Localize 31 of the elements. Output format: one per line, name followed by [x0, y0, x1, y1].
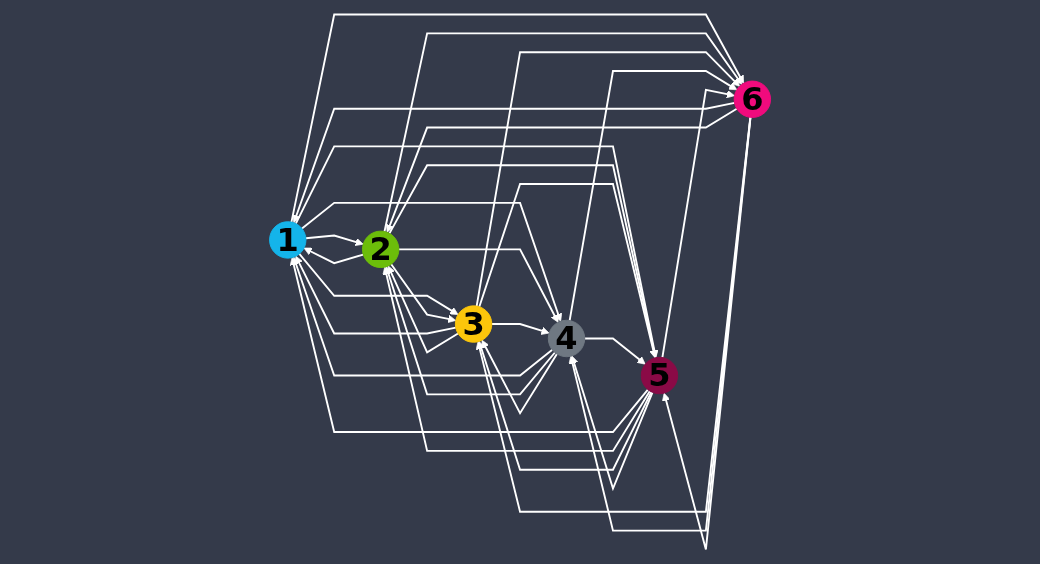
- arrow: [387, 265, 459, 354]
- node-circle: 1: [269, 221, 307, 259]
- arrow: [292, 256, 554, 377]
- arrow: [292, 101, 736, 224]
- node-circle: 2: [361, 230, 400, 269]
- arrow: [382, 266, 651, 452]
- arrow: [383, 32, 743, 233]
- arrow: [295, 255, 457, 335]
- arrow: [583, 337, 646, 365]
- arrow: [662, 116, 752, 551]
- arrow: [303, 247, 365, 265]
- arrow: [481, 339, 558, 416]
- arrow: [304, 234, 364, 246]
- arrow: [475, 51, 740, 308]
- arrow: [490, 323, 550, 335]
- arrow: [390, 263, 457, 323]
- arrow: [290, 13, 744, 224]
- node-circle: 4: [547, 319, 586, 358]
- arrow: [477, 341, 653, 471]
- arrow: [397, 248, 559, 323]
- arrow: [298, 253, 459, 315]
- arrow: [384, 266, 556, 396]
- arrow: [570, 355, 654, 492]
- arrow: [661, 88, 735, 359]
- node-circle: 3: [454, 305, 493, 343]
- arrow: [385, 107, 738, 233]
- arrow: [301, 201, 563, 322]
- arrow: [289, 257, 649, 433]
- arrow: [568, 70, 738, 322]
- node-circle: 5: [640, 356, 679, 395]
- node-circle: 6: [733, 80, 771, 118]
